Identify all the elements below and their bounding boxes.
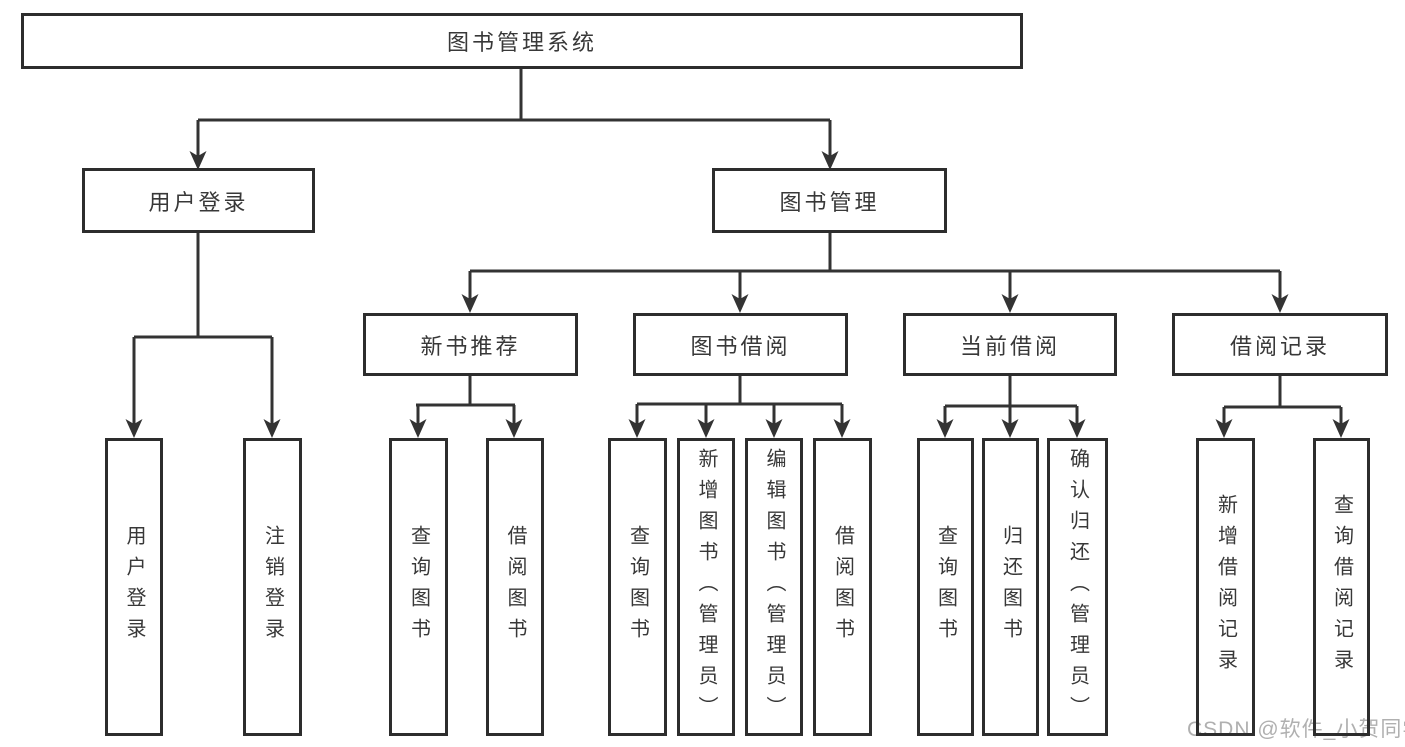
connector-book-management-to-level3 — [468, 233, 1282, 301]
leaf-current-confirm-return-admin-label: 确认归还（管理员） — [1066, 447, 1089, 727]
leaf-recommend-borrow-book: 借阅图书 — [486, 438, 544, 736]
leaf-user-login: 用户登录 — [105, 438, 163, 736]
node-borrow-records-label: 借阅记录 — [1229, 333, 1330, 359]
node-book-borrow: 图书借阅 — [633, 313, 848, 376]
leaf-borrow-borrow-book: 借阅图书 — [813, 438, 872, 736]
leaf-borrow-edit-book-admin-label: 编辑图书（管理员） — [763, 447, 785, 727]
leaf-records-add-borrow-record: 新增借阅记录 — [1196, 438, 1255, 736]
node-new-book-recommend: 新书推荐 — [363, 313, 578, 376]
leaf-recommend-query-book: 查询图书 — [389, 438, 448, 736]
connector-current-borrow-to-leaves — [943, 376, 1079, 426]
node-book-management: 图书管理 — [712, 168, 947, 233]
leaf-current-return-book: 归还图书 — [982, 438, 1039, 736]
leaf-user-login-label: 用户登录 — [123, 525, 145, 649]
node-book-borrow-label: 图书借阅 — [690, 333, 791, 359]
leaf-recommend-borrow-book-label: 借阅图书 — [504, 525, 526, 649]
connector-root-to-level2 — [196, 69, 832, 158]
node-user-login: 用户登录 — [82, 168, 315, 233]
node-root: 图书管理系统 — [21, 13, 1023, 69]
leaf-borrow-edit-book-admin: 编辑图书（管理员） — [745, 438, 803, 736]
leaf-logout-label: 注销登录 — [261, 525, 284, 649]
leaf-recommend-query-book-label: 查询图书 — [407, 525, 430, 649]
leaf-logout: 注销登录 — [243, 438, 302, 736]
leaf-borrow-borrow-book-label: 借阅图书 — [831, 525, 854, 649]
connector-new-book-recommend-to-leaves — [416, 376, 516, 426]
node-root-label: 图书管理系统 — [446, 30, 597, 55]
leaf-current-query-book: 查询图书 — [917, 438, 974, 736]
leaf-current-query-book-label: 查询图书 — [934, 525, 957, 649]
connector-user-login-to-leaves — [132, 233, 274, 426]
node-current-borrow: 当前借阅 — [903, 313, 1117, 376]
connector-book-borrow-to-leaves — [635, 376, 844, 426]
leaf-current-return-book-label: 归还图书 — [999, 525, 1022, 649]
leaf-borrow-query-book: 查询图书 — [608, 438, 667, 736]
node-current-borrow-label: 当前借阅 — [959, 333, 1060, 359]
leaf-records-query-borrow-record: 查询借阅记录 — [1313, 438, 1370, 736]
leaf-borrow-add-book-admin-label: 新增图书（管理员） — [695, 447, 717, 727]
leaf-records-add-borrow-record-label: 新增借阅记录 — [1214, 494, 1237, 680]
node-borrow-records: 借阅记录 — [1172, 313, 1388, 376]
connector-borrow-records-to-leaves — [1222, 376, 1343, 426]
node-book-management-label: 图书管理 — [779, 189, 880, 215]
node-user-login-label: 用户登录 — [148, 189, 249, 215]
leaf-current-confirm-return-admin: 确认归还（管理员） — [1047, 438, 1108, 736]
leaf-borrow-query-book-label: 查询图书 — [626, 525, 649, 649]
node-new-book-recommend-label: 新书推荐 — [420, 333, 521, 359]
leaf-records-query-borrow-record-label: 查询借阅记录 — [1330, 494, 1353, 680]
arrowheads — [125, 151, 1350, 438]
leaf-borrow-add-book-admin: 新增图书（管理员） — [677, 438, 735, 736]
